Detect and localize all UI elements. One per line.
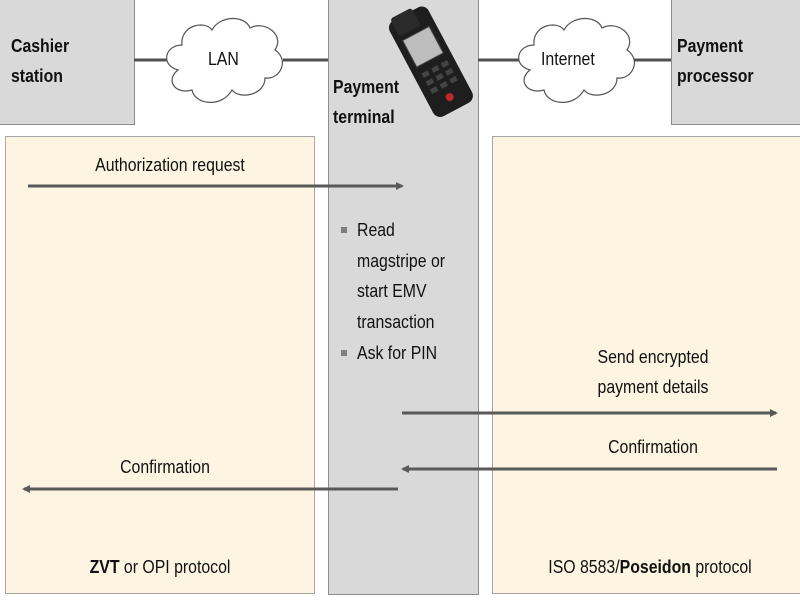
terminal-line2: terminal	[333, 107, 395, 127]
payment-processor-box	[671, 0, 800, 125]
left-protocol-label: ZVT or OPI protocol	[28, 557, 292, 578]
confirmation-left-label: Confirmation	[120, 457, 210, 477]
cashier-protocol-panel	[5, 136, 315, 594]
processor-line1: Payment	[677, 36, 744, 56]
cashier-line2: station	[11, 66, 63, 86]
send-encrypted-label: Send encrypted payment details	[521, 342, 785, 402]
lan-cloud-icon	[166, 17, 283, 103]
processor-line2: processor	[677, 66, 754, 86]
cashier-station-box	[0, 0, 135, 125]
lan-label: LAN	[208, 49, 239, 69]
right-protocol-label: ISO 8583/Poseidon protocol	[514, 557, 787, 578]
confirmation-right-label: Confirmation	[608, 437, 698, 457]
step-magstripe: magstripe or	[357, 250, 446, 271]
internet-label: Internet	[541, 49, 595, 69]
terminal-line1: Payment	[333, 77, 400, 97]
payment-terminal-device-icon	[388, 6, 473, 117]
step-read: Read	[357, 220, 395, 240]
iso-label: ISO 8583/	[548, 557, 620, 577]
internet-cloud-icon	[518, 17, 635, 103]
authorization-request-label: Authorization request	[95, 155, 245, 175]
right-protocol-rest: protocol	[690, 557, 752, 577]
cashier-line1: Cashier	[11, 36, 70, 56]
zvt-label: ZVT	[89, 557, 120, 577]
step-ask-pin: Ask for PIN	[357, 342, 438, 363]
poseidon-label: Poseidon	[619, 557, 691, 577]
payment-processor-label: Payment processor	[677, 31, 754, 91]
send-encrypted-line1: Send encrypted	[597, 347, 709, 367]
send-encrypted-line2: payment details	[597, 377, 709, 397]
left-protocol-rest: or OPI protocol	[119, 557, 231, 577]
step-transaction: transaction	[357, 312, 435, 333]
terminal-steps: Read magstripe or start EMV transaction …	[357, 215, 445, 369]
bullet-icons	[341, 227, 347, 356]
step-emv: start EMV	[357, 281, 427, 302]
payment-terminal-label: Payment terminal	[333, 72, 399, 132]
cashier-station-label: Cashier station	[11, 31, 69, 91]
processor-protocol-panel	[492, 136, 800, 594]
